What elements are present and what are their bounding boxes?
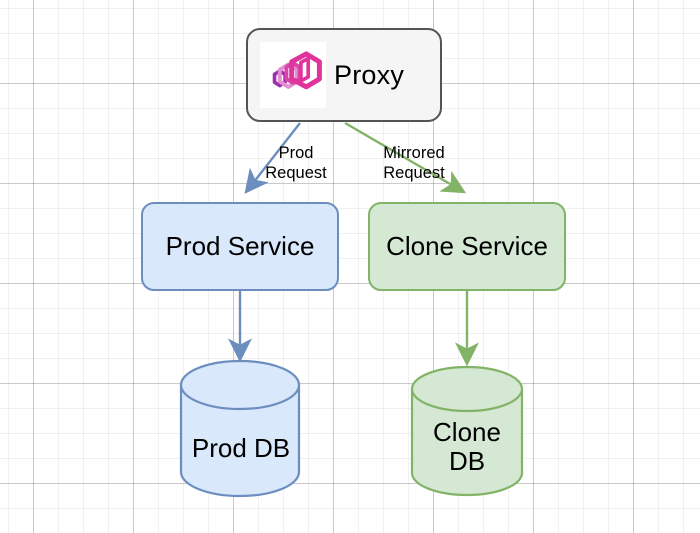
node-clone-service[interactable]: Clone Service [368,202,566,291]
edge-proxy-to-clone-service[interactable] [344,121,467,194]
proxy-hexagon-logo-icon [260,42,326,108]
edge-proxy-to-prod-service[interactable] [244,122,301,194]
node-prod-service[interactable]: Prod Service [141,202,339,291]
clone-db-label: Clone DB [433,417,501,476]
node-proxy[interactable]: Proxy [246,28,442,122]
clone-db-top [410,365,524,413]
prod-db-top [179,359,301,411]
edge-proxy-to-prod-service-line [244,122,301,194]
node-prod-db[interactable] [179,359,301,498]
edge-label-prod-request: Prod Request [265,144,327,183]
clone-db-body [410,387,524,497]
node-clone-db[interactable] [410,365,524,497]
clone-service-label: Clone Service [386,230,548,261]
edge-proxy-to-clone-service-line [344,121,467,194]
prod-service-label: Prod Service [165,230,315,261]
prod-db-body [179,383,301,498]
prod-db-label: Prod DB [191,432,291,463]
edge-label-mirrored-request: Mirrored Request [383,144,445,183]
proxy-label: Proxy [334,59,405,90]
